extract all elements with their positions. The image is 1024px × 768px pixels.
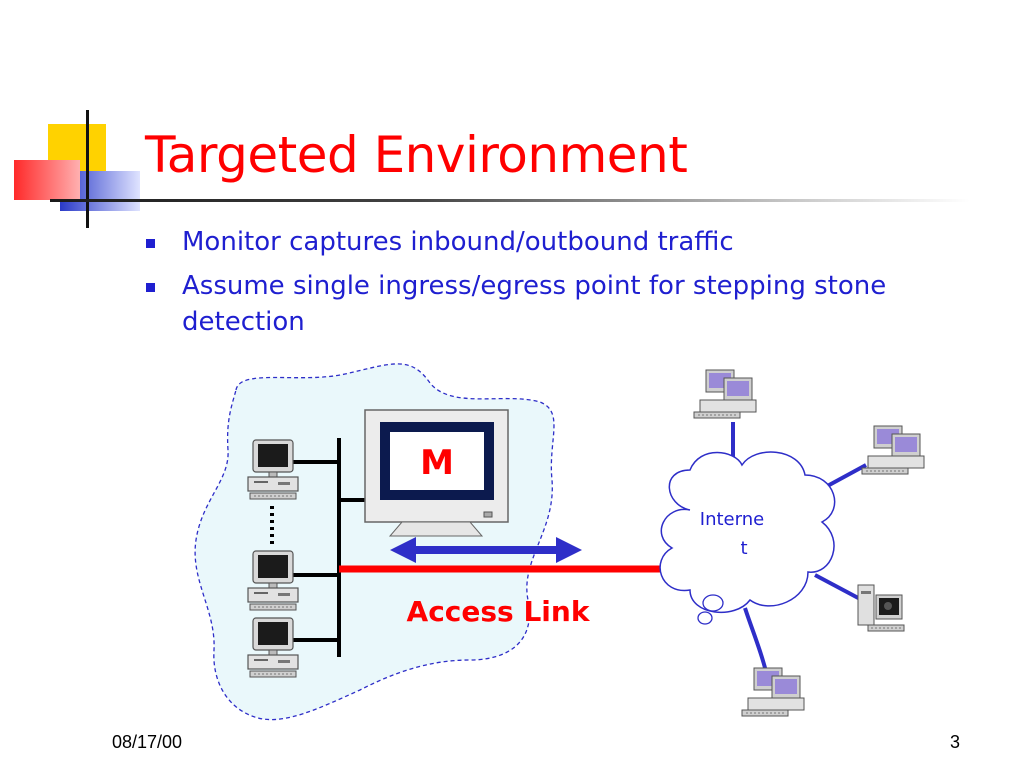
logo-vertical-line (86, 110, 89, 228)
bullet-text: Assume single ingress/egress point for s… (182, 271, 887, 337)
bidirectional-traffic-arrow (390, 537, 582, 563)
monitor-computer: M (364, 409, 509, 537)
corner-logo (14, 110, 140, 228)
bullet-text: Monitor captures inbound/outbound traffi… (182, 227, 734, 257)
internet-link (814, 573, 863, 602)
cloud-label-line1: Interne (700, 509, 764, 530)
access-link-label: Access Link (407, 595, 591, 628)
logo-red-bar (14, 160, 80, 200)
remote-host-workstation (861, 425, 925, 475)
slide-title: Targeted Environment (145, 126, 688, 184)
internet-cloud: Interne t (659, 451, 836, 625)
remote-host-workstation (741, 667, 805, 717)
local-host-computer (247, 617, 299, 678)
remote-host-workstation (693, 369, 757, 419)
bullet-marker (146, 283, 155, 292)
local-host-computer (247, 439, 299, 500)
title-underline (50, 199, 970, 202)
footer-date: 08/17/00 (112, 732, 183, 752)
page-number: 3 (950, 732, 961, 752)
cloud-label-line2: t (740, 538, 747, 559)
bullet-item: Assume single ingress/egress point for s… (146, 268, 966, 340)
remote-host-tower (857, 584, 905, 632)
bullet-marker (146, 239, 155, 248)
bullet-list: Monitor captures inbound/outbound traffi… (146, 224, 966, 348)
monitor-label: M (420, 443, 454, 483)
local-host-computer (247, 550, 299, 611)
bullet-item: Monitor captures inbound/outbound traffi… (146, 224, 966, 260)
